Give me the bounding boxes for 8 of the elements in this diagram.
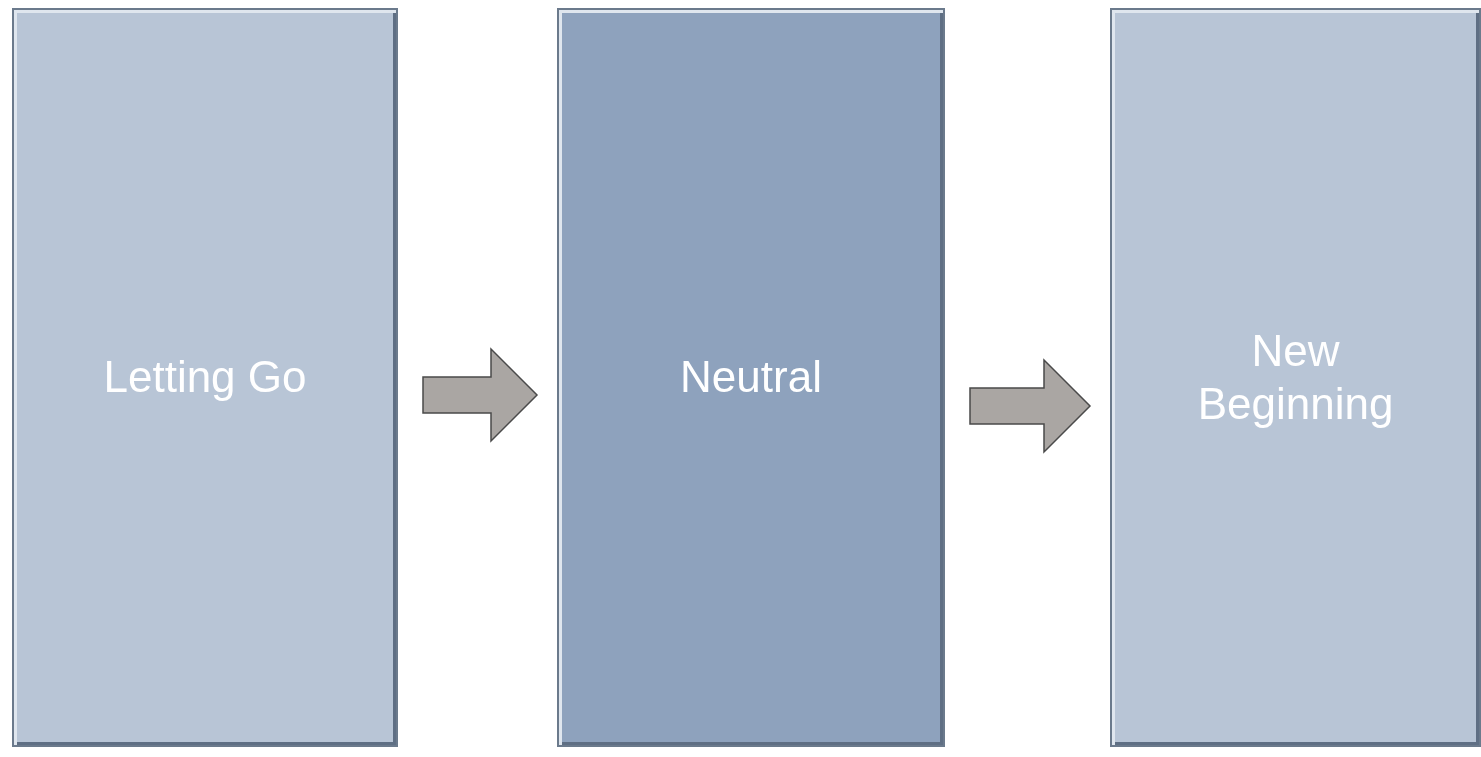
stage-label: New Beginning xyxy=(1196,324,1395,430)
block-arrow xyxy=(969,358,1092,454)
stage-label: Letting Go xyxy=(103,351,307,404)
block-arrow xyxy=(422,347,539,443)
stage-label: Neutral xyxy=(680,351,822,404)
stage-box xyxy=(1110,8,1481,747)
stage-box xyxy=(12,8,398,747)
stage-box xyxy=(557,8,945,747)
